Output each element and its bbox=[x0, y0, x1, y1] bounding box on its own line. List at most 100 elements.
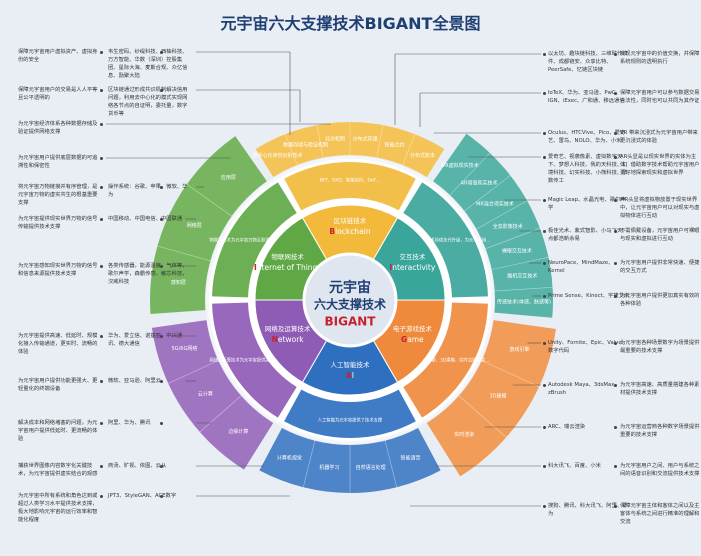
bullet-icon bbox=[160, 495, 163, 498]
segment-divider bbox=[494, 287, 553, 292]
bullet-icon bbox=[614, 262, 617, 265]
left-row-companies: 中国移动、中国电信、中国联通 bbox=[108, 216, 183, 222]
segment-divider bbox=[303, 440, 316, 488]
left-row-companies: 操作系统：谷歌、苹果、微软、华为 bbox=[108, 184, 188, 198]
sub-technology-label: MR混合现实技术 bbox=[476, 200, 514, 207]
sub-technology-label: 自然语言处理 bbox=[356, 464, 386, 471]
bullet-icon bbox=[100, 495, 103, 498]
right-row-companies: NeuroPace、MindMaze、Kernel bbox=[548, 260, 614, 274]
bullet-icon bbox=[100, 265, 103, 268]
bullet-icon bbox=[100, 157, 103, 160]
left-row-description: 为元宇宙提供现实世界万物的信号传输提供技术支撑 bbox=[18, 216, 98, 230]
core-tech-en: Network bbox=[272, 335, 305, 344]
left-row-description: 保障元宇宙用户的交易是人人平等且公平透明的 bbox=[18, 87, 98, 101]
right-row-companies: Oculus、HTCVive、Pico、爱奇艺、雷鸟、NOLO、华为、小米 bbox=[548, 130, 626, 144]
left-row-description: 捕获世界图像内容数字化关键技术，为元宇宙提供虚实结合的观感 bbox=[18, 463, 98, 477]
segment-divider bbox=[464, 175, 511, 212]
bullet-icon bbox=[543, 426, 546, 429]
bullet-icon bbox=[614, 156, 617, 159]
right-row-companies: Prime Sense、Kinect、宇捷艾米 bbox=[548, 293, 630, 299]
left-row-companies: 华为、爱立信、诺基亚、中兴通讯、德大通信 bbox=[108, 333, 183, 347]
right-row-companies: Unity、Fornite、Epic、Valve、数字代码 bbox=[548, 340, 627, 354]
right-row-companies: 以太坊、趣块链科技、三维时代软件、成都链安、众享比特、PeerSafe、忆链区块… bbox=[548, 51, 628, 73]
segment-divider bbox=[481, 360, 540, 388]
sub-technology-label: VR虚拟现实技术 bbox=[442, 162, 479, 169]
sub-technology-label: 5G/6G网络 bbox=[172, 345, 198, 352]
right-row-description: 为元宇宙各种场景数字为场景提供最重要的技术支撑 bbox=[620, 340, 700, 354]
sub-technology-label: 云计算 bbox=[198, 390, 213, 397]
right-row-description: 为元宇宙高速、高质量搭建各种素材提供技术支撑 bbox=[620, 382, 700, 396]
middle-description: 游戏引擎、3D建模、实时渲染构建… bbox=[419, 357, 490, 364]
bullet-icon bbox=[160, 465, 163, 468]
middle-description: 交互技术持续迭代升级，为元宇宙用… bbox=[417, 237, 490, 244]
bullet-icon bbox=[100, 335, 103, 338]
left-row-description: 为元宇宙用户提供底层数据的可追溯性和保密性 bbox=[18, 155, 98, 169]
bullet-icon bbox=[160, 380, 163, 383]
sub-technology-label: 去中心化身份识别技术 bbox=[253, 152, 303, 159]
left-row-description: 为元宇宙用户提供功能更强大、更轻量化的终端设备 bbox=[18, 378, 98, 392]
bullet-icon bbox=[614, 505, 617, 508]
segment-divider bbox=[316, 125, 324, 158]
bullet-icon bbox=[160, 422, 163, 425]
bullet-icon bbox=[543, 505, 546, 508]
sub-technology-label: 脑机交互技术 bbox=[507, 273, 537, 280]
right-row-companies: 爱奇艺、视袭像素、虚拟数字天下、梦想人科技、我的天科技、幻境科技、幻实科技、小熊… bbox=[548, 154, 628, 184]
sub-technology-label: 网络层 bbox=[187, 222, 202, 229]
bullet-icon bbox=[100, 465, 103, 468]
left-row-companies: 阿里、华为、腾讯 bbox=[108, 420, 151, 426]
middle-segment-blockchain bbox=[284, 162, 416, 211]
core-tech-zh: 电子游戏技术 bbox=[393, 324, 433, 333]
right-row-companies: IoTeX、华为、亚马逊、PwC、IGN、iExec、广和通、移远通信 bbox=[548, 90, 625, 104]
bullet-icon bbox=[543, 230, 546, 233]
outer-segment-iot bbox=[150, 136, 267, 314]
sub-technology-label: 分布式存储 bbox=[353, 136, 378, 143]
sub-technology-label: 数据存储与验证机制 bbox=[283, 141, 328, 148]
right-row-companies: ARC、瑞云渲染 bbox=[548, 424, 586, 430]
sub-technology-label: 共识机制 bbox=[325, 136, 345, 143]
right-row-description: 为元宇宙用户提供更加真实有效的各种体验 bbox=[620, 293, 700, 307]
bullet-icon bbox=[543, 262, 546, 265]
sub-technology-label: 实时渲染 bbox=[454, 431, 474, 438]
sub-technology-label: 分布式账本 bbox=[410, 152, 435, 159]
bullet-icon bbox=[100, 422, 103, 425]
segment-divider bbox=[458, 395, 507, 438]
segment-divider bbox=[284, 134, 298, 166]
middle-description: 物联网技术为元宇宙万物互联提供支… bbox=[210, 237, 283, 244]
bullet-icon bbox=[100, 380, 103, 383]
segment-divider bbox=[376, 125, 384, 158]
sub-technology-label: 智能语音 bbox=[401, 454, 421, 461]
left-row-description: 解决成本和网络堵塞的问题，为元宇宙用户提供低延时、更流畅的体验 bbox=[18, 420, 98, 442]
core-tech-zh: 区块链技术 bbox=[334, 216, 367, 225]
right-row-description: 保障元宇宙主体和客体之间以及主客体与系统之间进行精准的理解和交流 bbox=[620, 503, 700, 525]
sub-technology-label: 机器学习 bbox=[319, 464, 339, 471]
bullet-icon bbox=[543, 156, 546, 159]
bullet-icon bbox=[100, 89, 103, 92]
middle-description: NFT、DAO、智能合约、DeF… bbox=[320, 177, 381, 184]
middle-segment-interactivity bbox=[403, 182, 488, 298]
left-row-companies: 韦生密码、纱缇科技、西柚科技、万方智能、华数（深圳）控股集团、星际大海、麦斯合规… bbox=[108, 49, 188, 79]
sub-technology-label: 感知层 bbox=[171, 279, 186, 286]
right-row-companies: Magic Leap、水晶光电、歌尔声学 bbox=[548, 197, 626, 211]
core-tech-zh: 网络及运算技术 bbox=[265, 324, 311, 333]
bullet-icon bbox=[543, 465, 546, 468]
segment-divider bbox=[157, 245, 211, 262]
middle-segment-network bbox=[212, 302, 297, 418]
sub-technology-label: 计算机视觉 bbox=[277, 454, 302, 461]
right-row-description: 为元宇宙用户提供非常快速、便捷的交互方式 bbox=[620, 260, 700, 274]
core-tech-en: Internet of Things bbox=[254, 263, 321, 272]
bullet-icon bbox=[160, 51, 163, 54]
center-disc bbox=[302, 252, 398, 348]
sub-technology-label: 裸眼交互技术 bbox=[502, 247, 532, 254]
bullet-icon bbox=[543, 342, 546, 345]
bullet-icon bbox=[614, 384, 617, 387]
left-row-companies: 商汤、旷视、依图、云从 bbox=[108, 463, 167, 469]
bullet-icon bbox=[614, 465, 617, 468]
core-tech-zh: 交互技术 bbox=[399, 252, 426, 261]
left-row-description: 为元宇宙经济体系各种数据存储及验证提供网络支撑 bbox=[18, 121, 98, 135]
left-row-description: 为元宇宙提供高速、低延时、规模化接入传输通道，更实时、流畅的体验 bbox=[18, 333, 98, 355]
left-row-description: 为元宇宙中所有系统和角色达到或超过人类学习水平提供技术支撑，极大地影响元宇宙的运… bbox=[18, 493, 98, 523]
bullet-icon bbox=[543, 295, 546, 298]
middle-segment-iot bbox=[212, 182, 297, 298]
sub-technology-label: 游戏引擎 bbox=[509, 346, 529, 353]
